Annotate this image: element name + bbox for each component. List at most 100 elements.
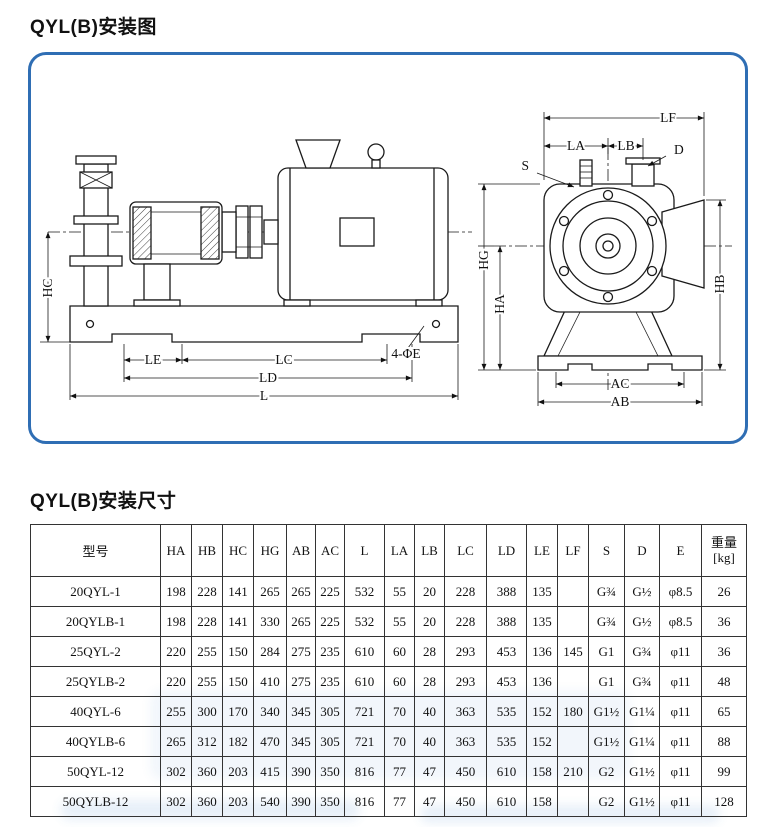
cell-lb: 20 bbox=[414, 576, 445, 607]
cell-lf: 145 bbox=[557, 636, 589, 667]
cell-lc: 293 bbox=[444, 636, 487, 667]
cell-hc: 150 bbox=[222, 636, 254, 667]
cell-le: 152 bbox=[526, 726, 558, 757]
cell-hc: 170 bbox=[222, 696, 254, 727]
table-header-row: 型号 HA HB HC HG AB AC L LA LB LC LD LE LF… bbox=[30, 524, 747, 577]
cell-lb: 28 bbox=[414, 636, 445, 667]
dimension-table: 型号 HA HB HC HG AB AC L LA LB LC LD LE LF… bbox=[30, 524, 747, 817]
cell-ac: 235 bbox=[315, 666, 345, 697]
cell-kg: 26 bbox=[701, 576, 747, 607]
cell-ac: 305 bbox=[315, 726, 345, 757]
cell-ha: 198 bbox=[160, 606, 192, 637]
cell-hc: 141 bbox=[222, 606, 254, 637]
cell-lf bbox=[557, 726, 589, 757]
dim-label-hc: HC bbox=[40, 279, 55, 298]
cell-hb: 255 bbox=[191, 636, 223, 667]
cell-s: G¾ bbox=[588, 606, 625, 637]
cell-e: φ8.5 bbox=[659, 606, 702, 637]
cell-model: 40QYLB-6 bbox=[30, 726, 161, 757]
col-header-ac: AC bbox=[315, 524, 345, 577]
dim-label-s: S bbox=[521, 158, 529, 173]
cell-ha: 255 bbox=[160, 696, 192, 727]
col-header-lb: LB bbox=[414, 524, 445, 577]
cell-ab: 390 bbox=[286, 786, 316, 817]
cell-ac: 225 bbox=[315, 606, 345, 637]
dim-label-ab: AB bbox=[611, 394, 630, 409]
cell-d: G½ bbox=[624, 576, 660, 607]
cell-hc: 150 bbox=[222, 666, 254, 697]
cell-hc: 203 bbox=[222, 786, 254, 817]
cell-hg: 410 bbox=[253, 666, 287, 697]
cell-hb: 228 bbox=[191, 576, 223, 607]
cell-lc: 450 bbox=[444, 786, 487, 817]
dim-label-lb: LB bbox=[617, 138, 634, 153]
cell-ac: 350 bbox=[315, 756, 345, 787]
dim-label-ha: HA bbox=[492, 294, 507, 314]
cell-lf bbox=[557, 666, 589, 697]
cell-model: 25QYLB-2 bbox=[30, 666, 161, 697]
cell-ha: 265 bbox=[160, 726, 192, 757]
cell-ac: 235 bbox=[315, 636, 345, 667]
cell-ab: 275 bbox=[286, 636, 316, 667]
cell-d: G¾ bbox=[624, 666, 660, 697]
col-header-lf: LF bbox=[557, 524, 589, 577]
cell-lf bbox=[557, 786, 589, 817]
cell-ac: 305 bbox=[315, 696, 345, 727]
cell-l: 610 bbox=[344, 636, 385, 667]
cell-e: φ11 bbox=[659, 666, 702, 697]
cell-ac: 350 bbox=[315, 786, 345, 817]
cell-ld: 535 bbox=[486, 696, 527, 727]
cell-le: 135 bbox=[526, 576, 558, 607]
cell-d: G1¼ bbox=[624, 696, 660, 727]
cell-le: 135 bbox=[526, 606, 558, 637]
cell-l: 532 bbox=[344, 606, 385, 637]
cell-le: 158 bbox=[526, 756, 558, 787]
cell-hg: 265 bbox=[253, 576, 287, 607]
dim-label-holes: 4-ΦE bbox=[391, 346, 420, 361]
cell-ld: 453 bbox=[486, 636, 527, 667]
cell-kg: 36 bbox=[701, 606, 747, 637]
dim-label-hb: HB bbox=[712, 275, 727, 294]
cell-hc: 182 bbox=[222, 726, 254, 757]
cell-d: G½ bbox=[624, 606, 660, 637]
cell-s: G¾ bbox=[588, 576, 625, 607]
cell-hb: 300 bbox=[191, 696, 223, 727]
col-header-le: LE bbox=[526, 524, 558, 577]
table-row: 50QYL-12 302 360 203 415 390 350 816 77 … bbox=[30, 756, 747, 787]
cell-l: 816 bbox=[344, 756, 385, 787]
cell-s: G1 bbox=[588, 636, 625, 667]
cell-l: 816 bbox=[344, 786, 385, 817]
cell-model: 20QYLB-1 bbox=[30, 606, 161, 637]
cell-model: 40QYL-6 bbox=[30, 696, 161, 727]
cell-la: 77 bbox=[384, 786, 415, 817]
dim-label-d: D bbox=[674, 142, 684, 157]
table-row: 40QYL-6 255 300 170 340 345 305 721 70 4… bbox=[30, 696, 747, 727]
cell-ha: 220 bbox=[160, 666, 192, 697]
cell-ld: 453 bbox=[486, 666, 527, 697]
cell-hb: 255 bbox=[191, 666, 223, 697]
cell-e: φ8.5 bbox=[659, 576, 702, 607]
cell-ha: 220 bbox=[160, 636, 192, 667]
dim-label-le: LE bbox=[145, 352, 162, 367]
cell-la: 60 bbox=[384, 666, 415, 697]
cell-d: G1¼ bbox=[624, 726, 660, 757]
table-title: QYL(B)安装尺寸 bbox=[30, 491, 177, 512]
cell-s: G1 bbox=[588, 666, 625, 697]
col-header-hg: HG bbox=[253, 524, 287, 577]
cell-l: 610 bbox=[344, 666, 385, 697]
cell-ld: 610 bbox=[486, 756, 527, 787]
dim-label-lc: LC bbox=[275, 352, 292, 367]
cell-kg: 48 bbox=[701, 666, 747, 697]
cell-ab: 390 bbox=[286, 756, 316, 787]
diagram-title: QYL(B)安装图 bbox=[30, 17, 157, 38]
cell-l: 721 bbox=[344, 726, 385, 757]
cell-ld: 535 bbox=[486, 726, 527, 757]
side-view-dimensions bbox=[40, 232, 459, 400]
cell-d: G¾ bbox=[624, 636, 660, 667]
dim-label-l: L bbox=[260, 388, 268, 403]
pump-front-view bbox=[494, 148, 732, 390]
cell-lb: 20 bbox=[414, 606, 445, 637]
table-row: 25QYL-2 220 255 150 284 275 235 610 60 2… bbox=[30, 636, 747, 667]
cell-lf bbox=[557, 606, 589, 637]
cell-le: 158 bbox=[526, 786, 558, 817]
